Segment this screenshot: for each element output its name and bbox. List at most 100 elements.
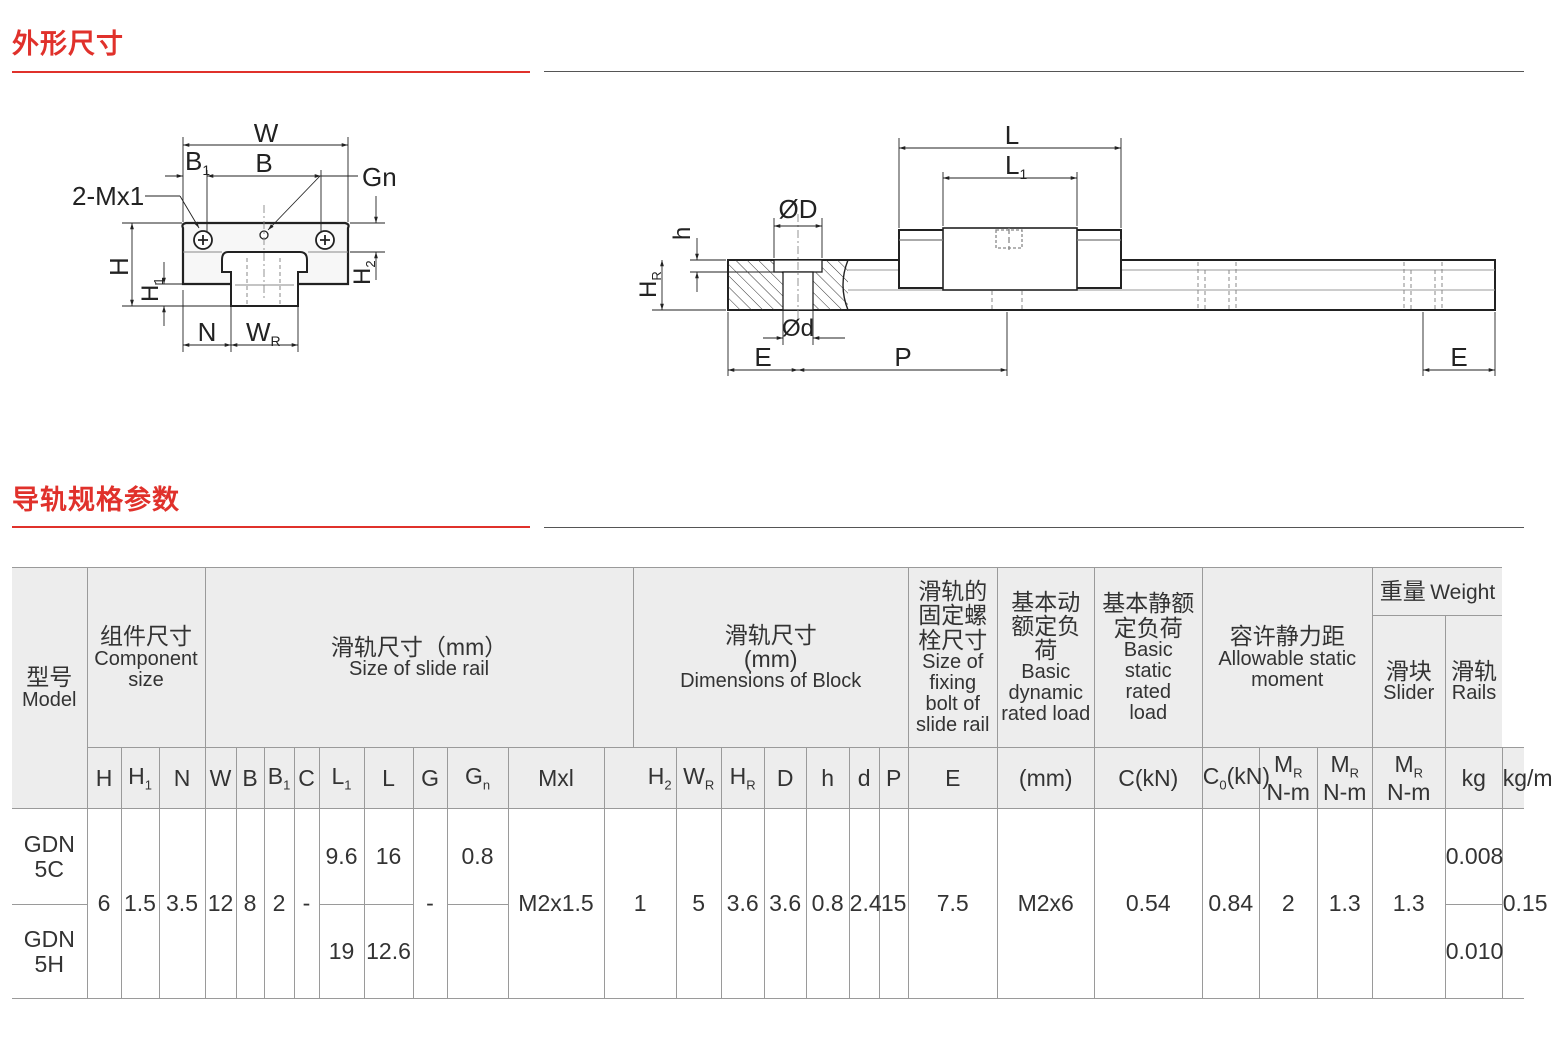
dim-label-E-left: E (754, 342, 771, 372)
sym-W: W (204, 747, 237, 809)
cell-Gn-5h (446, 904, 509, 999)
sym-HR: HR (720, 747, 765, 809)
cell-MR-3: 1.3 (1371, 808, 1446, 999)
cell-HR: 3.6 (720, 808, 765, 999)
sym-L: L (363, 747, 414, 809)
sym-B1: B1 (263, 747, 295, 809)
dim-label-WR: WR (246, 317, 281, 349)
cell-H: 6 (86, 808, 122, 999)
cell-G: - (412, 808, 448, 999)
dim-label-h: h (669, 227, 696, 240)
dim-label-H1: H1 (137, 277, 166, 302)
outline-red-rule (12, 71, 530, 73)
side-view: L L1 ØD h HR Ød E P (635, 120, 1496, 376)
cell-H1: 1.5 (120, 808, 160, 999)
cell-slider-5h: 0.010 (1444, 904, 1503, 999)
sym-L1: L1 (318, 747, 365, 809)
sym-CkN: C(kN) (1093, 747, 1203, 809)
sym-C: C (293, 747, 320, 809)
cell-C: - (293, 808, 320, 999)
cell-H2: 1 (603, 808, 677, 999)
cell-L1-5h: 19 (318, 904, 365, 999)
cell-CkN: 0.54 (1093, 808, 1203, 999)
dim-label-B: B (255, 148, 272, 178)
dim-label-Gn: Gn (362, 162, 397, 192)
cell-h: 0.8 (805, 808, 850, 999)
dim-label-P: P (894, 342, 911, 372)
cell-N: 3.5 (158, 808, 206, 999)
cell-L1-5c: 9.6 (318, 808, 365, 905)
dim-label-L: L (1005, 120, 1019, 150)
dim-label-Od: Ød (782, 315, 814, 342)
cell-L-5c: 16 (363, 808, 414, 905)
dim-label-H2: H2 (349, 260, 378, 285)
header-block-dims: 滑轨尺寸(mm)Dimensions of Block (632, 567, 909, 748)
cell-Gn-5c: 0.8 (446, 808, 509, 905)
dim-label-Mx1: 2-Mx1 (72, 181, 144, 211)
outline-drawing: W B B1 Gn 2-Mx1 H H1 H2 (72, 118, 1496, 376)
header-weight: 重量 Weight (1371, 567, 1503, 616)
sym-E: E (907, 747, 998, 809)
dim-label-N: N (198, 317, 217, 347)
cell-MR-2: 1.3 (1316, 808, 1373, 999)
sym-B: B (235, 747, 265, 809)
dim-label-L1: L1 (1005, 150, 1027, 182)
spec-title: 导轨规格参数 (12, 485, 180, 516)
sym-mm: (mm) (996, 747, 1095, 809)
cell-slider-5c: 0.008 (1444, 808, 1503, 905)
sym-G: G (412, 747, 448, 809)
cell-D: 3.6 (763, 808, 807, 999)
sym-D: D (763, 747, 807, 809)
sym-kg: kg (1444, 747, 1503, 809)
sym-C0: C0(kN) (1201, 747, 1270, 809)
sym-Gn: Gn (446, 747, 509, 809)
cell-bolt: M2x6 (996, 808, 1095, 999)
cell-B: 8 (235, 808, 265, 999)
sym-WR: WR (675, 747, 722, 809)
cell-MR-1: 2 (1258, 808, 1318, 999)
cell-L-5h: 12.6 (363, 904, 414, 999)
spec-gray-rule (544, 527, 1524, 528)
header-row-symbols: H H1 N W B B1 C L1 L G Gn Mxl H2 WR HR D… (12, 747, 1553, 809)
header-rail-size: 滑轨尺寸（mm）Size of slide rail (204, 567, 634, 748)
outline-title: 外形尺寸 (12, 29, 124, 60)
cell-P: 15 (878, 808, 909, 999)
cell-C0: 0.84 (1201, 808, 1260, 999)
sym-h: h (805, 747, 850, 809)
cell-WR: 5 (675, 808, 722, 999)
dim-label-B1: B1 (185, 146, 210, 178)
cell-W: 12 (204, 808, 237, 999)
sym-d: d (848, 747, 880, 809)
cell-B1: 2 (263, 808, 295, 999)
cell-rails: 0.15 (1501, 808, 1548, 999)
cross-section-view: W B B1 Gn 2-Mx1 H H1 H2 (72, 118, 397, 352)
sym-H2: H2 (603, 747, 677, 809)
spec-red-rule (12, 526, 530, 528)
cell-d: 2.4 (848, 808, 882, 999)
cell-E: 7.5 (907, 808, 998, 999)
dim-label-W: W (254, 118, 279, 148)
sym-N: N (158, 747, 206, 809)
sym-kgm: kg/m (1501, 747, 1553, 809)
dim-label-OD: ØD (779, 194, 818, 224)
cell-Mxl: M2x1.5 (507, 808, 605, 999)
sym-H1: H1 (120, 747, 160, 809)
dim-label-E-right: E (1450, 342, 1467, 372)
